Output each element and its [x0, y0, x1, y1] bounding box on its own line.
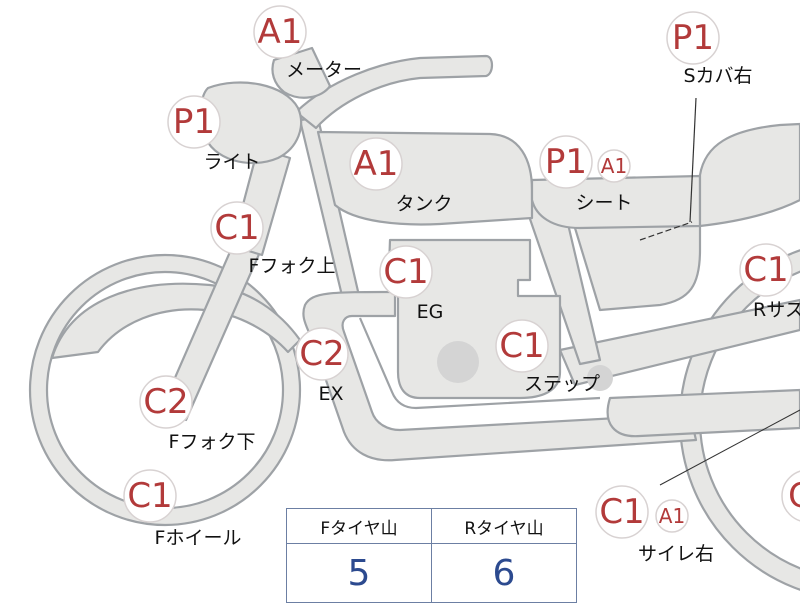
f-tire-tread-value[interactable]: 5 — [286, 543, 432, 603]
f-wheel-badge-code: C1 — [127, 476, 172, 516]
f-fork-lower-callout[interactable]: C2 Fフォク下 — [139, 375, 256, 453]
seat-sub-badge-code: A1 — [601, 154, 627, 178]
silencer-right-badge — [595, 485, 649, 539]
eg-badge — [379, 245, 433, 299]
light-badge — [167, 95, 221, 149]
s-cover-right-badge — [666, 11, 720, 65]
meter-badge — [253, 5, 307, 59]
meter-badge-code: A1 — [258, 12, 303, 52]
ex-label: EX — [318, 383, 343, 405]
r-suspension-badge — [739, 243, 793, 297]
seat-badge-code: P1 — [545, 142, 587, 182]
ex-badge — [295, 327, 349, 381]
meter-callout[interactable]: A1 メーター — [253, 5, 362, 81]
r-tire-tread-value[interactable]: 6 — [431, 543, 577, 603]
seat-label: シート — [575, 192, 632, 214]
muffler — [606, 388, 800, 438]
r-suspension-badge-code: C1 — [743, 250, 788, 290]
step-callout[interactable]: C1 ステップ — [495, 319, 600, 395]
f-fork-lower-badge-code: C2 — [143, 382, 188, 422]
silencer-right-sub-badge-code: A1 — [659, 504, 685, 528]
step-badge-code: C1 — [499, 326, 544, 366]
side-cover — [573, 218, 702, 312]
tank-label: タンク — [395, 193, 452, 215]
ex-callout[interactable]: C2 EX — [295, 327, 349, 405]
exhaust-lower — [358, 317, 601, 410]
r-wheel-callout-partial[interactable]: C — [781, 470, 800, 522]
motorcycle-body — [28, 46, 800, 591]
eg-label: EG — [417, 301, 444, 323]
eg-badge-code: C1 — [383, 252, 428, 292]
tank-badge — [349, 137, 403, 191]
swingarm — [558, 298, 800, 387]
r-wheel-badge-partial — [781, 470, 800, 522]
f-wheel-badge — [123, 469, 177, 523]
f-wheel-callout[interactable]: C1 Fホイール — [123, 469, 242, 549]
seat-callout[interactable]: P1 A1 シート — [539, 135, 633, 214]
frame-backbone — [294, 54, 494, 130]
silencer-right-sub-badge — [655, 499, 689, 533]
engine-cover — [437, 341, 479, 383]
f-fork-upper-callout[interactable]: C1 Fフォク上 — [210, 201, 336, 277]
eg-callout[interactable]: C1 EG — [379, 245, 444, 323]
meter-body — [271, 46, 332, 99]
step-peg — [587, 365, 613, 391]
f-tire-tread-header: Fタイヤ山 — [286, 508, 432, 544]
s-cover-right-callout[interactable]: P1 Sカバ右 — [666, 11, 753, 87]
f-fork-lower-badge — [139, 375, 193, 429]
s-cover-leader-dash — [639, 221, 693, 241]
f-fork-upper-badge — [210, 201, 264, 255]
seat-body — [530, 174, 702, 230]
s-cover-right-badge-code: P1 — [672, 18, 714, 58]
s-cover-right-label: Sカバ右 — [683, 65, 752, 87]
silencer-right-label: サイレ右 — [638, 543, 714, 565]
r-tire-tread-header: Rタイヤ山 — [431, 508, 577, 544]
light-callout[interactable]: P1 ライト — [167, 95, 261, 173]
step-label: ステップ — [524, 373, 600, 395]
f-fork-lower-label: Fフォク下 — [169, 431, 256, 453]
rear-cowl — [698, 122, 800, 228]
tank-callout[interactable]: A1 タンク — [349, 137, 453, 215]
f-fork-upper-badge-code: C1 — [214, 208, 259, 248]
light-label: ライト — [203, 151, 260, 173]
tire-tread-table: Fタイヤ山 Rタイヤ山 5 6 — [286, 508, 577, 603]
r-wheel-badge-partial-code: C — [788, 476, 800, 516]
silencer-right-callout[interactable]: C1 A1 サイレ右 — [595, 485, 714, 565]
meter-label: メーター — [286, 59, 362, 81]
f-fork-upper-label: Fフォク上 — [249, 255, 336, 277]
ex-badge-code: C2 — [299, 334, 344, 374]
r-suspension-callout[interactable]: C1 Rサス — [739, 243, 800, 321]
light-badge-code: P1 — [173, 102, 215, 142]
silencer-right-badge-code: C1 — [599, 492, 644, 532]
r-suspension-label: Rサス — [753, 299, 800, 321]
seat-badge — [539, 135, 593, 189]
f-wheel-label: Fホイール — [155, 527, 242, 549]
silencer-leader-line — [659, 409, 800, 486]
step-badge — [495, 319, 549, 373]
seat-sub-badge — [597, 149, 631, 183]
tank-badge-code: A1 — [354, 144, 399, 184]
s-cover-leader-line — [689, 97, 697, 223]
